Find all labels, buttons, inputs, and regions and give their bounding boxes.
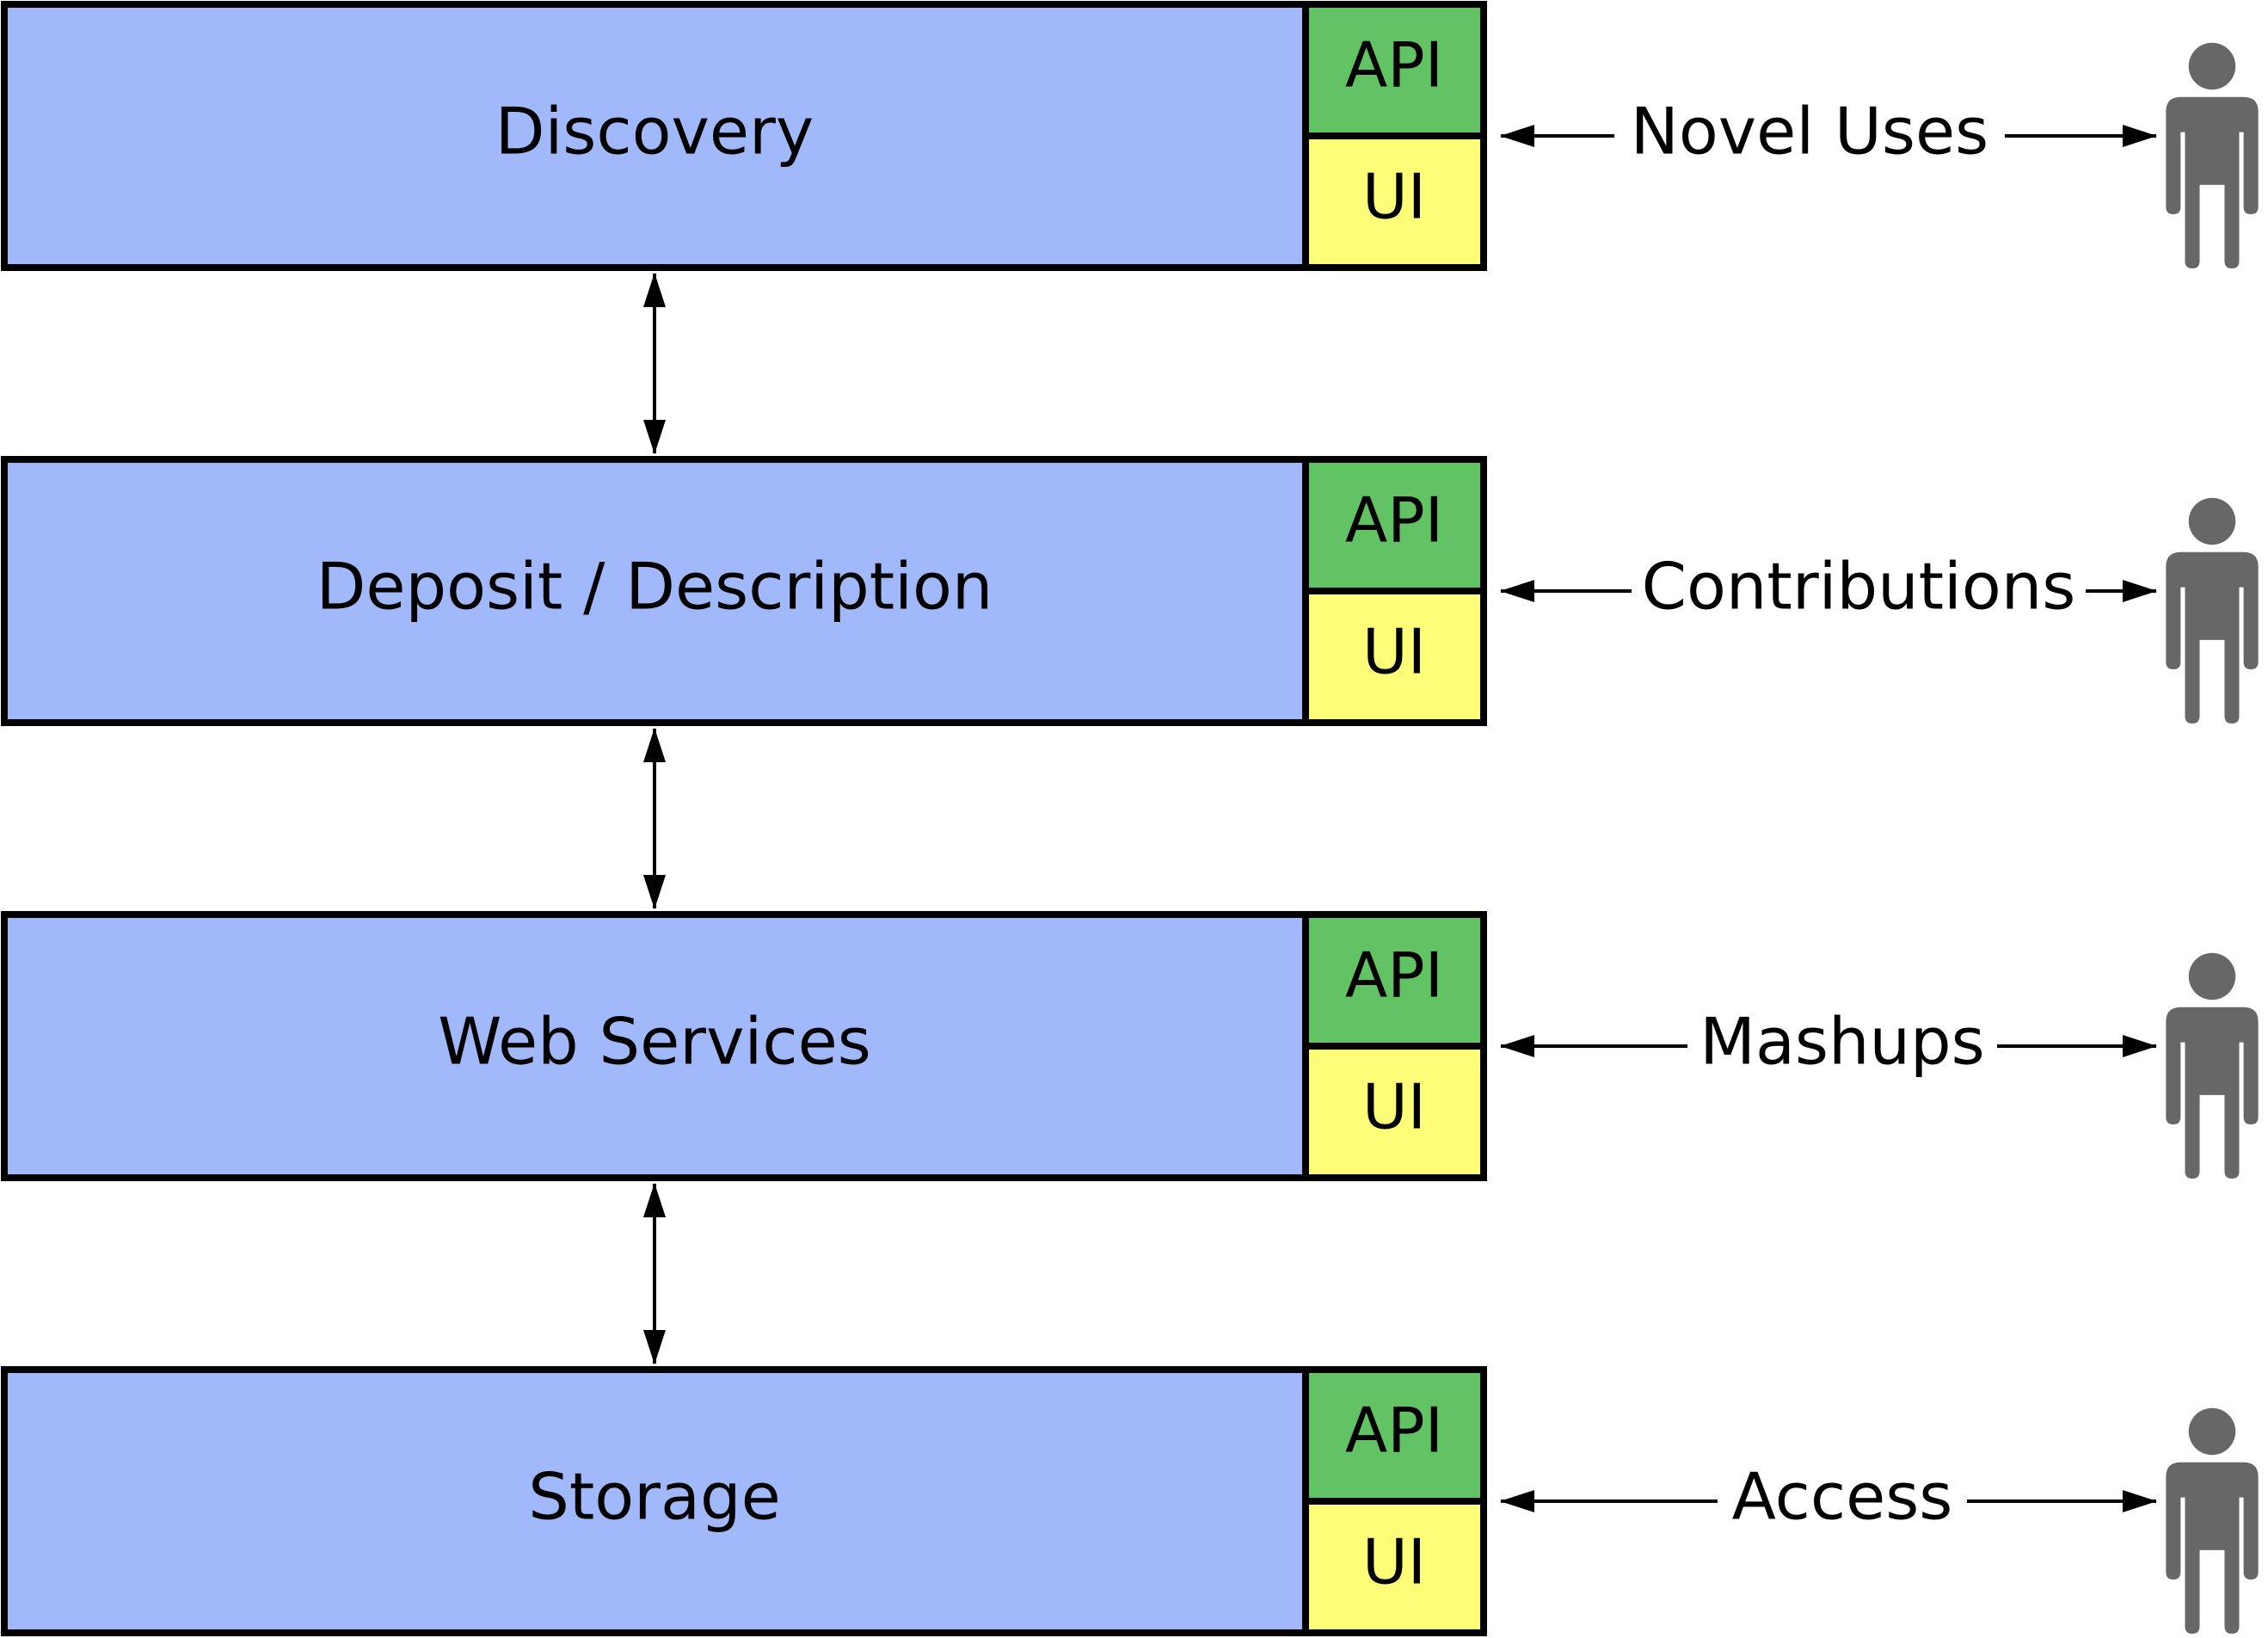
connection-label: Contributions xyxy=(1642,549,2076,625)
person-icon xyxy=(2166,497,2259,724)
ui-box xyxy=(1302,132,1487,271)
connection-novel-uses: Novel Uses xyxy=(1500,42,2259,268)
api-label: API xyxy=(1345,484,1443,557)
connection-contributions: Contributions xyxy=(1500,497,2259,724)
layer-label: Web Services xyxy=(438,1004,871,1080)
layer-box xyxy=(1,1366,1309,1636)
api-label: API xyxy=(1345,1395,1443,1467)
ui-box xyxy=(1302,1498,1487,1636)
layer-web-services: Web Services API UI xyxy=(1,911,1487,1181)
layer-label: Storage xyxy=(528,1459,780,1535)
connection-label: Access xyxy=(1732,1459,1953,1535)
ui-box xyxy=(1302,588,1487,726)
api-label: API xyxy=(1345,939,1443,1012)
ui-label: UI xyxy=(1362,1526,1426,1598)
api-label: API xyxy=(1345,29,1443,102)
api-box xyxy=(1302,911,1487,1050)
layer-label: Discovery xyxy=(495,94,814,169)
person-icon xyxy=(2166,1407,2259,1634)
ui-label: UI xyxy=(1362,1071,1426,1143)
connection-label: Novel Uses xyxy=(1631,94,1988,169)
person-icon xyxy=(2166,42,2259,268)
person-icon xyxy=(2166,952,2259,1179)
layer-label: Deposit / Description xyxy=(317,549,993,625)
layer-storage: Storage API UI xyxy=(1,1366,1487,1636)
layer-box xyxy=(1,1,1309,271)
ui-label: UI xyxy=(1362,161,1426,233)
layer-deposit-description: Deposit / Description API UI xyxy=(1,456,1487,726)
ui-label: UI xyxy=(1362,616,1426,688)
ui-box xyxy=(1302,1043,1487,1181)
connection-access: Access xyxy=(1500,1407,2259,1634)
connection-label: Mashups xyxy=(1699,1004,1985,1080)
layer-box xyxy=(1,911,1309,1181)
layer-box xyxy=(1,456,1309,726)
connection-mashups: Mashups xyxy=(1500,952,2259,1179)
layer-discovery: Discovery API UI xyxy=(1,1,1487,271)
api-box xyxy=(1302,1366,1487,1505)
